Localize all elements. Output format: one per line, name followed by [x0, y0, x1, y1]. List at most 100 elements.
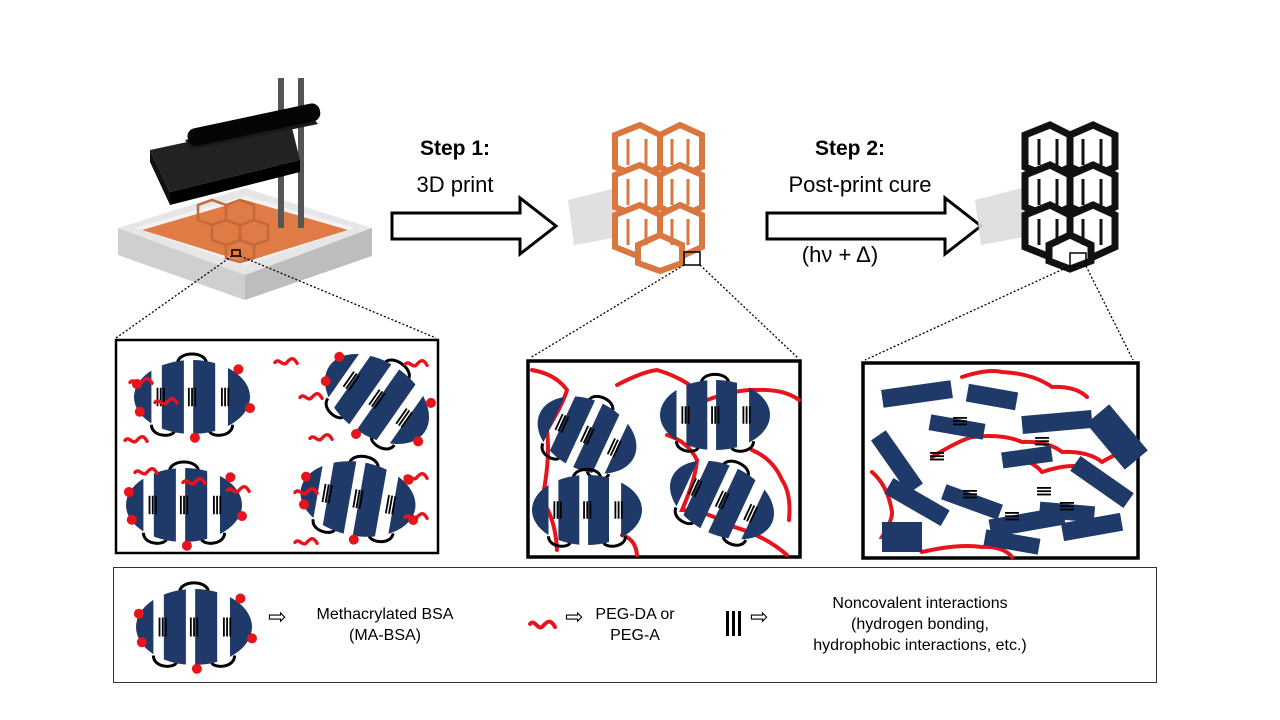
step-2-title: Step 2: [814, 137, 885, 160]
methacrylate-dot [189, 432, 200, 443]
noncovalent-bars [687, 406, 690, 424]
noncovalent-bars [717, 491, 727, 509]
methacrylate-dot [123, 487, 134, 498]
noncovalent-bars [963, 493, 977, 496]
unfolded-segment [983, 529, 1041, 555]
bond-loop [587, 394, 615, 413]
noncovalent-bars [609, 439, 619, 457]
noncovalent-bars [358, 490, 364, 509]
noncovalent-bars [714, 490, 724, 508]
noncovalent-bars [617, 501, 620, 519]
methacrylate-dot [348, 534, 359, 545]
bond-loop [176, 352, 208, 365]
noncovalent-bars [342, 371, 355, 388]
legend-ma-bsa-line2: (MA-BSA) [349, 627, 421, 644]
noncovalent-bars [345, 372, 358, 390]
protein-segment [558, 475, 580, 545]
protein-segment [588, 475, 609, 545]
protein-segment [686, 380, 708, 450]
noncovalent-bars [226, 617, 228, 637]
noncovalent-bars [224, 387, 226, 407]
peg-chain [403, 471, 429, 481]
unfolded-segment [1021, 409, 1093, 435]
noncovalent-bars [612, 440, 622, 458]
methacrylate-dot [134, 406, 145, 417]
noncovalent-bars [161, 617, 164, 637]
noncovalent-bars [221, 387, 223, 407]
noncovalent-bars [714, 406, 717, 424]
noncovalent-bars [556, 501, 559, 519]
noncovalent-bars [324, 484, 330, 503]
noncovalent-bars [963, 490, 977, 492]
legend-ma-bsa-label: Methacrylated BSA (MA-BSA) [300, 604, 470, 646]
peg-chain [123, 434, 149, 444]
methacrylate-dot [235, 593, 246, 604]
noncovalent-bars [400, 411, 413, 428]
noncovalent-bars [189, 617, 192, 637]
methacrylate-dot [247, 633, 257, 644]
methacrylate-dot [133, 608, 144, 619]
legend-peg-label: PEG-DA or PEG-A [590, 604, 680, 646]
peg-chain [181, 476, 207, 486]
bond-loop [721, 459, 750, 478]
noncovalent-bars-icon [726, 611, 741, 636]
protein-segment [321, 453, 358, 538]
legend-noncovalent-line1: Noncovalent interactions [832, 595, 1008, 612]
noncovalent-bars [151, 495, 154, 515]
peg-chain [403, 358, 429, 368]
noncovalent-bars [355, 489, 361, 509]
noncovalent-bars [1005, 515, 1019, 518]
noncovalent-bars [1005, 512, 1019, 514]
noncovalent-bars [687, 477, 697, 495]
noncovalent-bars [963, 496, 977, 499]
noncovalent-bars [930, 452, 944, 454]
noncovalent-bars [219, 495, 222, 515]
step-1-arrow [390, 194, 559, 258]
protein-segment [185, 468, 208, 542]
methacrylate-dot [126, 514, 137, 525]
unfolded-segment [1086, 404, 1148, 470]
noncovalent-bars [693, 480, 703, 498]
noncovalent-bars [368, 389, 381, 406]
legend-arrow-icon: ⇨ [750, 604, 769, 629]
noncovalent-bars [148, 495, 151, 515]
methacrylate-dot [334, 351, 345, 362]
peg-chain [225, 484, 251, 494]
legend-ma-bsa-line1: Methacrylated BSA [316, 606, 454, 623]
protein-segment [571, 400, 623, 479]
protein-segment [716, 380, 737, 450]
step-1-label: 3D print [416, 172, 494, 197]
unfolded-segment [1060, 512, 1124, 542]
noncovalent-bars [1060, 502, 1074, 504]
legend-box [113, 567, 1157, 683]
noncovalent-bars [690, 479, 700, 496]
noncovalent-bars [557, 415, 567, 432]
unfolded-segment [881, 380, 953, 408]
noncovalent-bars [953, 420, 967, 423]
methacrylate-dot [181, 540, 192, 551]
unfolded-segment [882, 522, 922, 552]
step-2-arrow [765, 194, 984, 258]
peg-chain [293, 536, 319, 546]
unfolded-segment [928, 414, 986, 440]
noncovalent-bars [213, 495, 215, 515]
noncovalent-bars [1037, 493, 1051, 496]
noncovalent-bars [193, 617, 195, 637]
noncovalent-bars [711, 406, 713, 424]
noncovalent-bars [183, 495, 185, 515]
noncovalent-bars [953, 423, 967, 426]
methacrylate-dot [237, 511, 247, 522]
noncovalent-bars [370, 390, 384, 408]
noncovalent-bars [681, 406, 684, 424]
legend-peg-line2: PEG-A [610, 627, 660, 644]
legend-noncovalent-line3: hydrophobic interactions, etc.) [813, 637, 1027, 654]
noncovalent-bars [589, 501, 592, 519]
noncovalent-bars [194, 387, 197, 407]
noncovalent-bars [560, 416, 570, 433]
zoom-marker [1069, 252, 1087, 267]
noncovalent-bars [1037, 487, 1051, 489]
zoom-marker [231, 249, 241, 257]
noncovalent-bars [930, 458, 944, 461]
legend-arrow-icon: ⇨ [268, 604, 287, 629]
protein-segment [352, 459, 388, 544]
